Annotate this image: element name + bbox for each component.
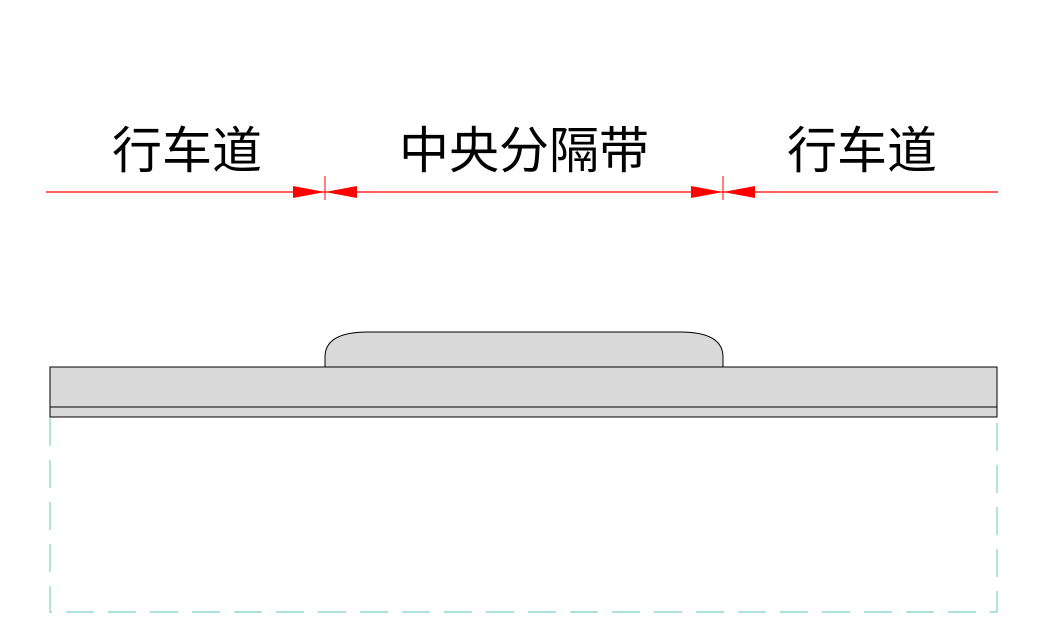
left-lane-label: 行车道	[112, 122, 262, 180]
subgrade-dashed-outline	[49, 418, 998, 613]
dimension-arrow-left-lane-end	[293, 186, 325, 198]
pavement-base-layer	[49, 406, 998, 418]
dimension-line-group	[46, 176, 998, 200]
median-label: 中央分隔带	[399, 122, 649, 180]
median-curb	[324, 331, 724, 368]
dimension-arrow-median-end	[691, 186, 723, 198]
right-lane-label: 行车道	[787, 122, 937, 180]
pavement-surface-layer	[49, 366, 998, 408]
dimension-arrow-median-start	[325, 186, 357, 198]
dimension-arrow-right-lane-start	[723, 186, 755, 198]
